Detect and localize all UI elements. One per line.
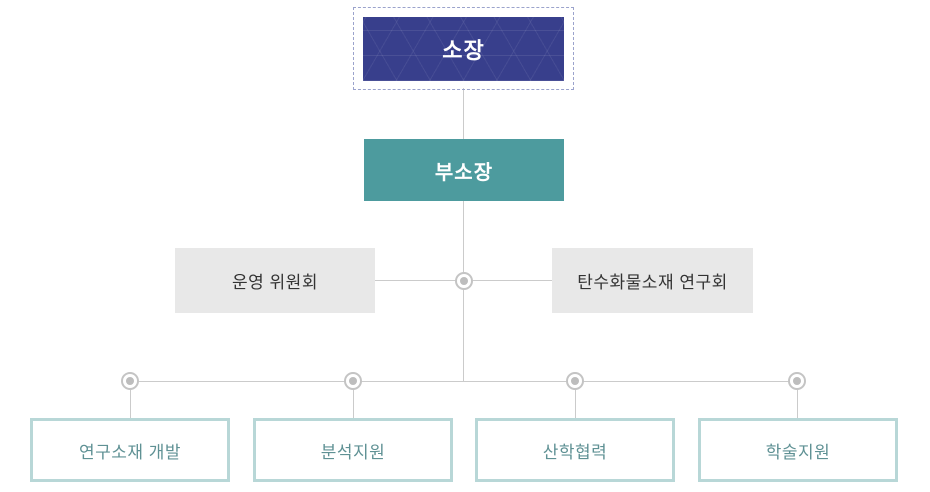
deputy-director-box: 부소장 <box>364 139 564 201</box>
connector-department-row <box>130 381 797 382</box>
connector-node-icon <box>788 372 806 390</box>
connector-node-icon <box>566 372 584 390</box>
deputy-director-label: 부소장 <box>434 161 494 184</box>
connector-stub-dept-4 <box>797 381 798 418</box>
department-box-research-materials: 연구소재 개발 <box>30 418 230 482</box>
connector-node-icon <box>344 372 362 390</box>
committee-label: 탄수화물소재 연구회 <box>577 273 728 292</box>
director-box-frame: 소장 <box>353 7 574 90</box>
connector-stub-dept-3 <box>575 381 576 418</box>
connector-director-to-deputy <box>463 88 464 140</box>
connector-node-icon <box>455 272 473 290</box>
connector-stub-dept-1 <box>130 381 131 418</box>
connector-stub-dept-2 <box>353 381 354 418</box>
department-label: 학술지원 <box>765 442 831 462</box>
department-box-industry-academia: 산학협력 <box>475 418 675 482</box>
department-label: 산학협력 <box>542 442 608 462</box>
committee-box-carbohydrate: 탄수화물소재 연구회 <box>552 248 753 313</box>
director-box: 소장 <box>363 16 564 81</box>
department-box-analysis-support: 분석지원 <box>253 418 453 482</box>
committee-label: 운영 위원회 <box>232 273 318 292</box>
connector-trunk <box>463 201 464 382</box>
connector-node-icon <box>121 372 139 390</box>
committee-box-operating: 운영 위원회 <box>175 248 375 313</box>
department-label: 연구소재 개발 <box>78 442 182 462</box>
department-label: 분석지원 <box>320 442 386 462</box>
director-label: 소장 <box>442 37 485 63</box>
department-box-academic-support: 학술지원 <box>698 418 898 482</box>
